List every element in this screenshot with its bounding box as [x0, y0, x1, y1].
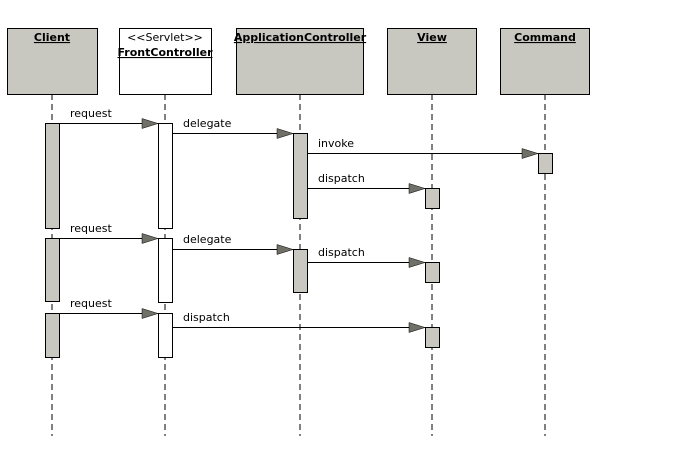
activation-bar-command-8 [538, 153, 553, 174]
activation-bar-client-1 [45, 238, 60, 302]
message-arrowhead-2 [521, 148, 539, 159]
message-label-1: delegate [183, 117, 232, 130]
message-arrowhead-0 [141, 118, 159, 129]
message-arrowhead-4 [141, 233, 159, 244]
participant-box-view [387, 28, 477, 95]
message-label-0: request [70, 107, 113, 120]
participant-box-application-controller [236, 28, 364, 95]
message-label-4: request [70, 222, 113, 235]
participant-name-client: Client [34, 31, 70, 44]
activation-bar-client-2 [45, 313, 60, 358]
participant-box-front-controller [119, 28, 212, 95]
message-label-6: dispatch [318, 246, 365, 259]
message-label-3: dispatch [318, 172, 365, 185]
message-arrowhead-8 [408, 322, 426, 333]
messages: request delegate invoke dispatch request dele… [59, 107, 539, 333]
activation-bar-client-0 [45, 123, 60, 229]
message-arrowhead-1 [276, 128, 294, 139]
message-arrowhead-3 [408, 183, 426, 194]
participant-name-view: View [417, 31, 447, 44]
activation-bar-application-controller-7 [293, 249, 308, 293]
activation-bar-view-11 [425, 327, 440, 348]
activations [45, 123, 553, 358]
message-label-2: invoke [318, 137, 354, 150]
activation-bar-application-controller-6 [293, 133, 308, 219]
participant-name-application-controller: ApplicationController [234, 31, 367, 44]
participant-name-command: Command [514, 31, 576, 44]
message-label-8: dispatch [183, 311, 230, 324]
activation-bar-front-controller-5 [158, 313, 173, 358]
message-arrowhead-6 [408, 257, 426, 268]
stereotype-label-front-controller: <<Servlet>> [127, 31, 203, 44]
activation-bar-view-10 [425, 262, 440, 283]
activation-bar-front-controller-3 [158, 123, 173, 229]
message-arrowhead-7 [141, 308, 159, 319]
activation-bar-front-controller-4 [158, 238, 173, 303]
participant-name-front-controller: FrontController [117, 46, 213, 59]
participant-box-client [7, 28, 98, 95]
message-label-5: delegate [183, 233, 232, 246]
activation-bar-view-9 [425, 188, 440, 209]
message-label-7: request [70, 297, 113, 310]
participant-heads: Client <<Servlet>> FrontController Applicat… [7, 28, 590, 95]
participant-box-command [500, 28, 590, 95]
message-arrowhead-5 [276, 244, 294, 255]
